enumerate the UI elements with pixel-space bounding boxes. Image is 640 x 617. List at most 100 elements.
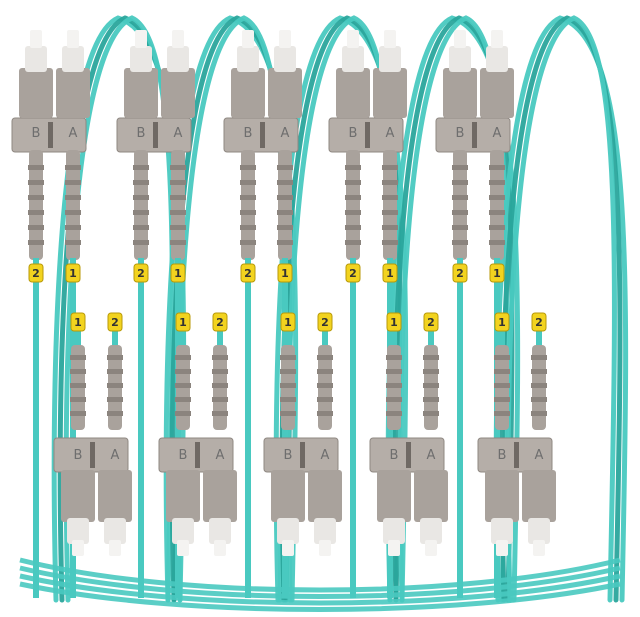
connector-body [377,470,411,522]
duplex-divider [365,122,370,148]
label-top-b: B [137,126,146,141]
cable-coil-bottom [19,581,621,612]
connector-body [480,68,514,118]
boot-rib [240,225,256,230]
boot-rib [175,397,191,402]
number-clip-bottom-left: 1 [74,316,82,329]
connector-body [414,470,448,522]
label-top-b: B [244,126,253,141]
number-clip-bottom-left-body [175,312,191,332]
number-clip-bottom-right: 2 [427,316,435,329]
boot-rib [489,195,505,200]
label-top-a: A [174,126,183,141]
boot-rib [531,411,547,416]
connector-body [336,68,370,118]
boot-rib [212,397,228,402]
boot-rib [345,225,361,230]
number-clip-top-right-body [277,263,293,283]
connector-ferrule [314,518,336,544]
connector-boot [383,150,397,260]
number-clip-top-left: 2 [456,267,464,280]
label-bottom-a: A [427,448,436,463]
duplex-divider [153,122,158,148]
boot-rib [212,355,228,360]
number-clip-bottom-right: 2 [321,316,329,329]
boot-rib [494,369,510,374]
connector-body [203,470,237,522]
number-clip-bottom-right: 2 [216,316,224,329]
boot-rib [345,240,361,245]
connector-ferrule [491,518,513,544]
connector-body [373,68,407,118]
connector-ferrule [25,46,47,72]
cable-loop [505,15,617,603]
boot-rib [65,180,81,185]
connector-ferrule [277,518,299,544]
boot-rib [489,225,505,230]
boot-rib [280,383,296,388]
boot-rib [531,369,547,374]
ferrule-tip [496,540,508,556]
number-clip-top-right-body [489,263,505,283]
boot-rib [133,180,149,185]
boot-rib [531,355,547,360]
number-clip-bottom-left: 1 [284,316,292,329]
boot-rib [494,355,510,360]
boot-rib [345,180,361,185]
boot-rib [28,225,44,230]
boot-rib [531,383,547,388]
ferrule-tip [282,540,294,556]
connector-boot [346,150,360,260]
boot-rib [170,180,186,185]
boot-rib [386,411,402,416]
fiber-strand [33,258,39,598]
connector-boot [171,150,185,260]
boot-rib [212,383,228,388]
boot-rib [175,411,191,416]
boot-rib [489,180,505,185]
ferrule-tip [135,30,147,48]
duplex-divider [90,442,95,468]
ferrule-tip [72,540,84,556]
boot-rib [107,383,123,388]
connector-boot [490,150,504,260]
connector-body [308,470,342,522]
boot-rib [382,180,398,185]
boot-rib [423,355,439,360]
number-clip-top-left: 2 [32,267,40,280]
boot-rib [277,225,293,230]
boot-rib [133,210,149,215]
boot-rib [452,165,468,170]
boot-rib [175,369,191,374]
boot-rib [240,195,256,200]
connector-ferrule [528,518,550,544]
number-clip-bottom-right-body [423,312,439,332]
cable-loop [163,15,299,603]
number-clip-top-left: 2 [349,267,357,280]
label-top-a: A [281,126,290,141]
duplex-divider [195,442,200,468]
boot-rib [240,210,256,215]
boot-rib [170,165,186,170]
number-clip-top-right: 1 [281,267,289,280]
duplex-divider [514,442,519,468]
connector-body [268,68,302,118]
connector-ferrule [274,46,296,72]
connector-boot [66,150,80,260]
boot-rib [170,210,186,215]
boot-rib [386,383,402,388]
boot-rib [65,225,81,230]
boot-rib [240,180,256,185]
connector-body [443,68,477,118]
number-clip-top-left-body [452,263,468,283]
connector-boot [278,150,292,260]
connector-boot [29,150,43,260]
boot-rib [133,240,149,245]
boot-rib [423,397,439,402]
connector-ferrule [486,46,508,72]
boot-rib [70,411,86,416]
boot-rib [423,369,439,374]
boot-rib [240,165,256,170]
